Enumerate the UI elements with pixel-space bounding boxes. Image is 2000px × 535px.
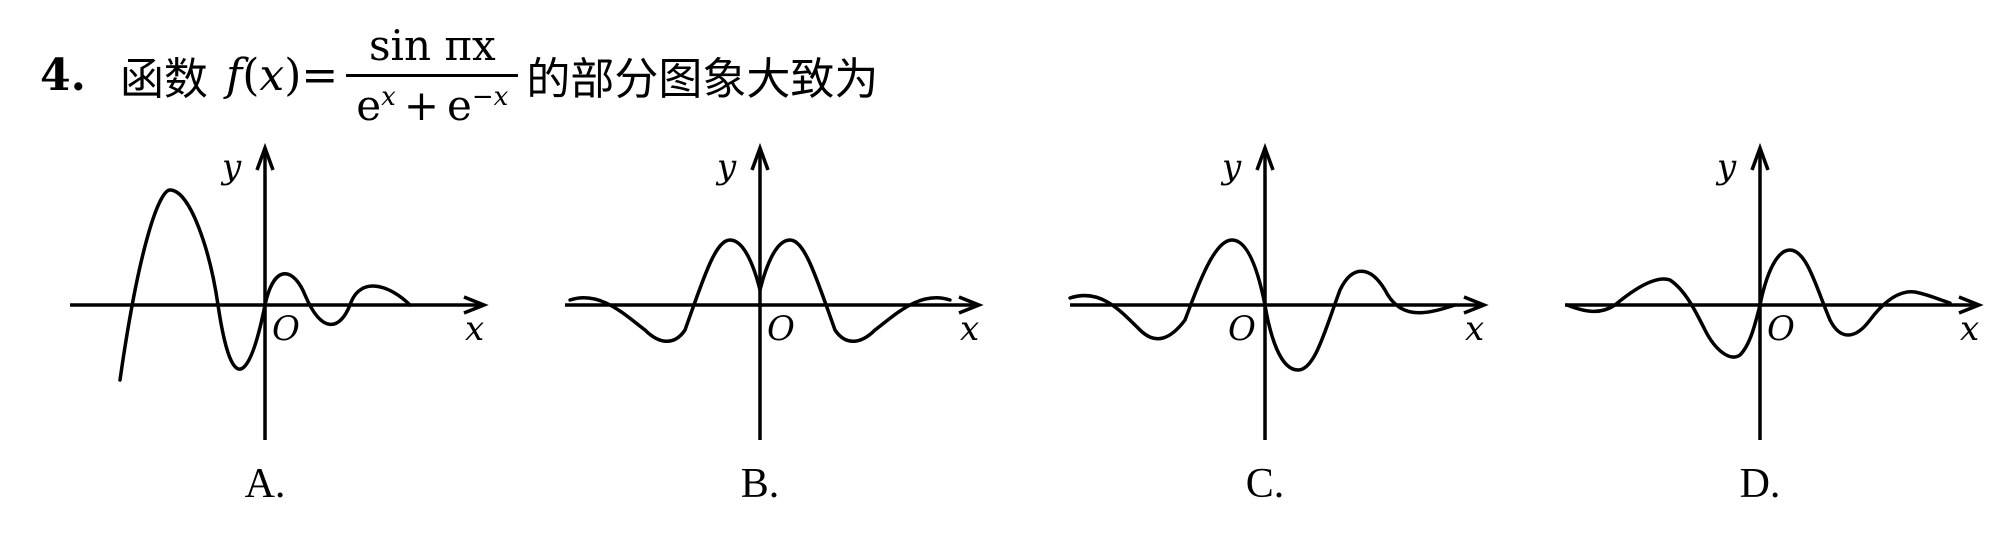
- origin-label: O: [272, 309, 300, 349]
- fraction-denominator: ex+e−x: [346, 73, 519, 130]
- y-label: y: [1220, 147, 1242, 187]
- x-label: x: [1465, 309, 1484, 349]
- graph-b: y O x: [565, 142, 984, 440]
- x-label: x: [1960, 309, 1979, 349]
- den-exp1: x: [381, 81, 396, 112]
- den-e2: e: [447, 80, 472, 130]
- y-axis-arrow: [1750, 142, 1770, 171]
- y-label: y: [715, 147, 737, 187]
- paren-close: ): [284, 49, 302, 101]
- fraction: sin πx ex+e−x: [346, 20, 519, 130]
- x-label: x: [960, 309, 979, 349]
- function-variable: x: [259, 49, 285, 101]
- curve-a: [118, 188, 412, 382]
- option-d-label[interactable]: D.: [1739, 461, 1781, 507]
- den-e1: e: [356, 80, 382, 130]
- paren-open: (: [242, 49, 260, 101]
- curve-d: [1565, 248, 1952, 359]
- curve-c: [1068, 238, 1457, 372]
- origin-label: O: [1228, 309, 1256, 349]
- graph-c: y O x: [1068, 142, 1489, 440]
- y-label: y: [1715, 147, 1737, 187]
- y-axis-arrow: [255, 142, 275, 171]
- x-label: x: [465, 309, 484, 349]
- origin-label: O: [767, 309, 795, 349]
- x-axis-arrow: [463, 295, 489, 315]
- den-exp2: −x: [471, 81, 509, 112]
- x-axis-arrow: [1463, 295, 1489, 315]
- x-axis-arrow: [1958, 295, 1984, 315]
- option-a-label[interactable]: A.: [244, 461, 286, 507]
- equals-sign: =: [301, 49, 339, 101]
- curve-b: [568, 238, 952, 343]
- den-plus: +: [403, 80, 440, 130]
- function-name: f: [225, 49, 243, 101]
- origin-label: O: [1767, 309, 1795, 349]
- graph-d: y O x: [1565, 142, 1984, 440]
- option-c-label[interactable]: C.: [1245, 461, 1285, 507]
- x-axis-arrow: [958, 295, 984, 315]
- y-axis-arrow: [1255, 142, 1275, 171]
- option-b-label[interactable]: B.: [740, 461, 780, 507]
- question-prefix: 函数: [119, 54, 208, 105]
- graph-a: y O x: [70, 142, 489, 440]
- question-number: 4.: [40, 49, 86, 101]
- question-stem: 4. 函数 f(x) = sin πx ex+e−x 的部分图象大致为: [40, 20, 878, 130]
- y-label: y: [220, 147, 242, 187]
- y-axis-arrow: [750, 142, 770, 171]
- question-suffix: 的部分图象大致为: [526, 54, 879, 105]
- fraction-numerator: sin πx: [368, 20, 496, 70]
